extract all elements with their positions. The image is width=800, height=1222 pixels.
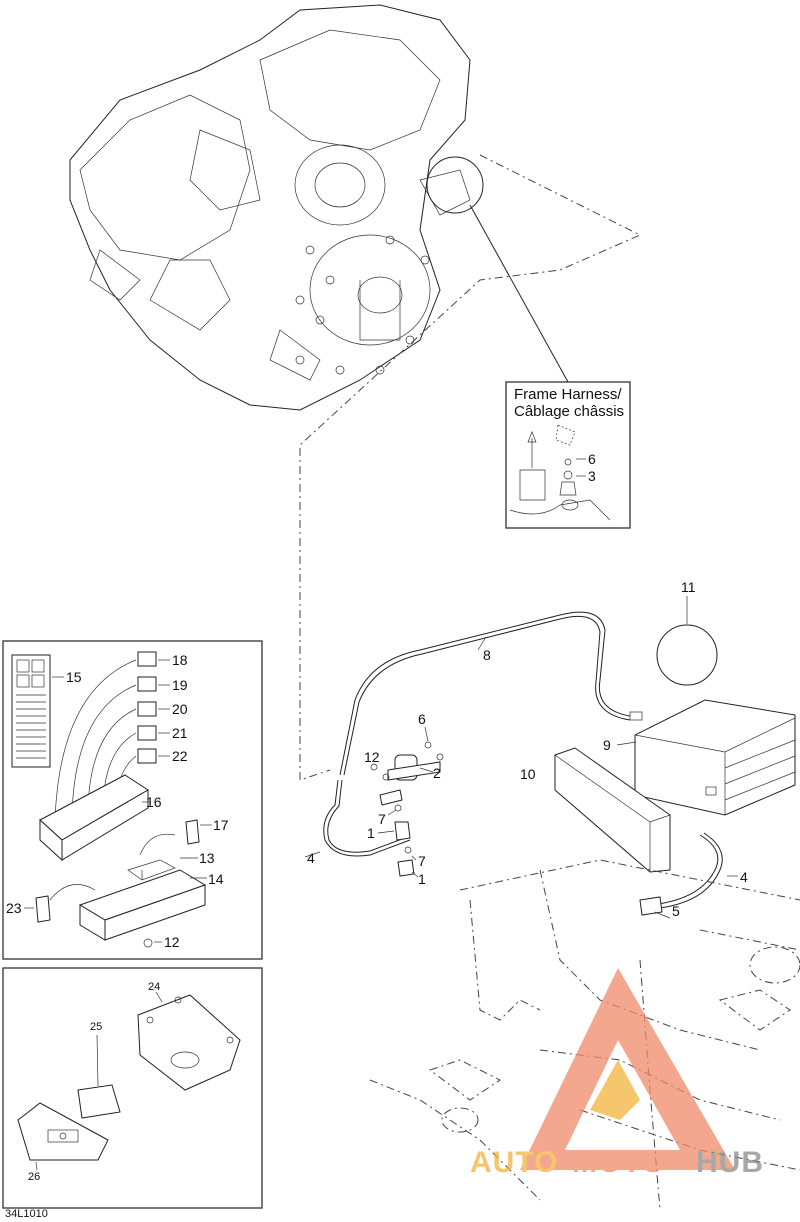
- callout-11: 11: [681, 579, 696, 595]
- callout-2: 2: [433, 765, 441, 781]
- callout-1-upper: 1: [367, 825, 375, 841]
- battery-label-circle: [656, 624, 718, 686]
- callout-10: 10: [520, 766, 536, 782]
- callout-13: 13: [199, 850, 215, 866]
- watermark-text-auto: AUTO: [470, 1146, 558, 1179]
- callout-4-left: 4: [307, 850, 315, 866]
- watermark-logo: [520, 968, 735, 1170]
- fuse-set: [137, 651, 157, 764]
- watermark-text-moto: MOTO: [572, 1146, 665, 1179]
- battery-assembly: 8 11 9 10 4 5 6 2: [304, 579, 796, 919]
- callout-5: 5: [672, 903, 680, 919]
- fuse-box-panel: 15 18 19 20 21 22 16 17: [2, 640, 263, 960]
- dashed-pointer: [299, 154, 642, 781]
- callout-16: 16: [146, 794, 162, 810]
- callout-18: 18: [172, 652, 188, 668]
- callout-23: 23: [6, 900, 22, 916]
- frame-harness-subtitle: Câblage châssis: [514, 403, 624, 420]
- callout-14: 14: [208, 871, 224, 887]
- callout-19: 19: [172, 677, 188, 693]
- callout-3: 3: [588, 468, 596, 484]
- frame-harness-title: Frame Harness/: [514, 386, 622, 403]
- callout-17: 17: [213, 817, 229, 833]
- callout-1-lower: 1: [418, 871, 426, 887]
- automotohub-watermark: AUTO MOTO HUB: [470, 968, 764, 1179]
- callout-7-upper: 7: [378, 811, 386, 827]
- reference-code: 34L1010: [5, 1208, 48, 1220]
- callout-8: 8: [483, 647, 491, 663]
- callout-24: 24: [148, 981, 160, 993]
- watermark-text-hub: HUB: [696, 1146, 764, 1179]
- callout-12-fusebox: 12: [164, 934, 180, 950]
- callout-7-lower: 7: [418, 853, 426, 869]
- callout-21: 21: [172, 725, 188, 741]
- callout-4-right: 4: [740, 869, 748, 885]
- cover-parts-panel: 24 25 26: [2, 967, 263, 1209]
- callout-20: 20: [172, 701, 188, 717]
- callout-22: 22: [172, 748, 188, 764]
- frame-harness-box: Frame Harness/ Câblage châssis 6 3: [505, 381, 631, 529]
- engine-illustration: [69, 4, 471, 411]
- detail-circle: [426, 156, 484, 214]
- callout-9: 9: [603, 737, 611, 753]
- callout-25: 25: [90, 1021, 102, 1033]
- callout-12-solenoid: 12: [364, 749, 380, 765]
- callout-6-frame: 6: [588, 451, 596, 467]
- callout-26: 26: [28, 1171, 40, 1183]
- callout-6-solenoid: 6: [418, 711, 426, 727]
- callout-15: 15: [66, 669, 82, 685]
